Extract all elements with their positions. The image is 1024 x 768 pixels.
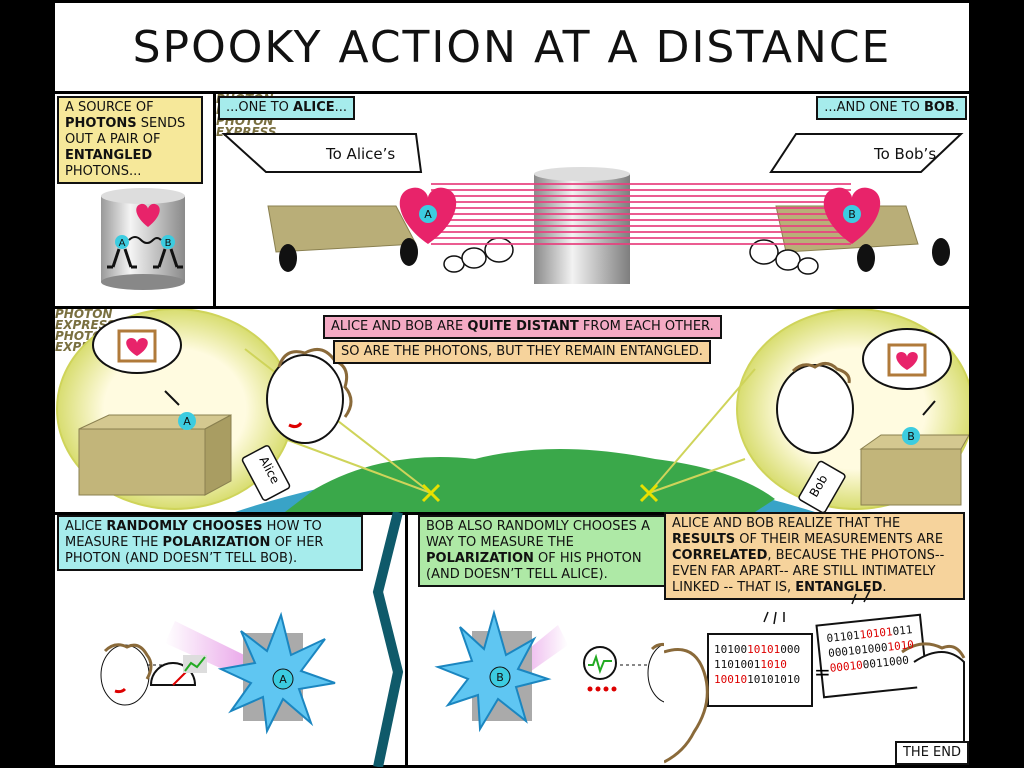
sign-to-alice: To Alice’s: [326, 145, 396, 163]
caption-text: , BECAUSE THE PHOTONS--EVEN FAR APART-- …: [672, 548, 945, 595]
globe-scene: A B: [56, 309, 969, 512]
photon-b-label: B: [496, 671, 504, 684]
caption-distant: ALICE AND BOB ARE QUITE DISTANT FROM EAC…: [323, 315, 722, 339]
caption-text: OF HIS PHOTON (AND DOESN’T TELL ALICE).: [426, 551, 642, 582]
left-bits: 1010010101000 11010011010 1001010101010: [714, 642, 810, 687]
caption-bold: BOB: [923, 100, 955, 115]
caption-text: ...: [334, 100, 348, 115]
caption-bold: CORRELATED: [672, 548, 768, 563]
caption-text: ALICE AND BOB ARE: [331, 319, 468, 334]
alice-measure-scene: A: [100, 611, 336, 735]
the-end-label: THE END: [894, 741, 969, 765]
bits: 10101010: [747, 673, 801, 686]
caption-bold: QUITE DISTANT: [467, 319, 579, 334]
box-icon: [859, 434, 969, 506]
heart-icon: [136, 203, 160, 227]
caption-text: BOB ALSO RANDOMLY CHOOSES A WAY TO MEASU…: [426, 519, 650, 550]
heart-icon: [896, 352, 918, 370]
cloud-icon: [749, 239, 819, 275]
photon-b-label: B: [907, 430, 915, 443]
cylinder-icon: [534, 174, 630, 284]
truck-icon: [267, 205, 418, 272]
bob-measure-scene: B: [434, 609, 693, 733]
bits-red: 10101: [747, 643, 781, 656]
bits-red: 10010: [714, 673, 748, 686]
bits-line: 1010010101000: [714, 642, 810, 657]
caption-bold: RANDOMLY CHOOSES: [106, 519, 263, 534]
sign-alice-shape: [221, 133, 423, 173]
caption-text: SENDS OUT A PAIR OF: [65, 116, 186, 147]
bits-line: 1001010101010: [714, 672, 810, 687]
bits-red: 1010: [886, 638, 915, 654]
equals-sign: =: [814, 660, 831, 684]
caption-bob-measure: BOB ALSO RANDOMLY CHOOSES A WAY TO MEASU…: [418, 515, 684, 587]
box-label-line: PHOTON: [55, 309, 113, 321]
caption-bold: POLARIZATION: [426, 551, 534, 566]
caption-bold: RESULTS: [672, 532, 736, 547]
photon-a-label: A: [119, 238, 126, 249]
caption-text: FROM EACH OTHER.: [578, 319, 714, 334]
caption-text: .: [882, 580, 887, 595]
bits: 000: [780, 643, 801, 656]
photon-a-label: A: [183, 415, 191, 428]
sign-to-bob: To Bob’s: [874, 145, 937, 163]
caption-bold: ENTANGLED: [65, 148, 153, 163]
bits: 1101001: [714, 658, 761, 671]
caption-to-bob: ...AND ONE TO BOB.: [816, 96, 967, 120]
bits: 011: [891, 623, 914, 639]
panel-divider: [372, 512, 404, 767]
photon-b-label: B: [165, 238, 172, 249]
photon-a-label: A: [424, 208, 432, 221]
caption-text: ...ONE TO: [226, 100, 294, 115]
heart-icon: [126, 338, 148, 356]
photon-a-label: A: [279, 673, 287, 686]
comic-page: SPOOKY ACTION AT A DISTANCE A SOURCE OF …: [52, 0, 972, 768]
caption-text: .: [954, 100, 959, 115]
caption-alice-measure: ALICE RANDOMLY CHOOSES HOW TO MEASURE TH…: [57, 515, 363, 571]
photon-icon: A B: [178, 412, 920, 445]
cylinder-icon: A B: [101, 188, 185, 290]
page-title: SPOOKY ACTION AT A DISTANCE: [55, 3, 969, 91]
caption-correlated: ALICE AND BOB REALIZE THAT THE RESULTS O…: [664, 512, 965, 600]
truck-scene: A B: [221, 133, 964, 284]
caption-bold: POLARIZATION: [162, 535, 271, 550]
oscilloscope-icon: [583, 646, 617, 692]
caption-text: ALICE AND BOB REALIZE THAT THE: [672, 516, 901, 531]
box-label-line: EXPRESS: [55, 318, 116, 332]
panel-distant: A B ALICE AND BOB ARE QUITE DISTANT FROM…: [55, 309, 969, 512]
photon-icon: A B: [115, 235, 175, 249]
meter-icon: [149, 655, 207, 686]
caption-text: ALICE: [65, 519, 107, 534]
caption-text: OF HER PHOTON (AND DOESN’T TELL BOB).: [65, 535, 324, 566]
photon-b-label: B: [848, 208, 856, 221]
bits: 10100: [714, 643, 748, 656]
caption-bold: ALICE: [293, 100, 335, 115]
photon-beam: [431, 183, 851, 245]
caption-entangled: SO ARE THE PHOTONS, BUT THEY REMAIN ENTA…: [333, 340, 711, 364]
caption-text: ...AND ONE TO: [824, 100, 924, 115]
bits-red: 00010: [829, 658, 864, 675]
caption-text: HOW TO MEASURE THE: [65, 519, 322, 550]
caption-bold: PHOTONS: [65, 116, 137, 131]
panel-trucks: ...ONE TO ALICE... ...AND ONE TO BOB.: [216, 94, 969, 306]
caption-to-alice: ...ONE TO ALICE...: [218, 96, 356, 120]
panel-alice-measure: ALICE RANDOMLY CHOOSES HOW TO MEASURE TH…: [55, 515, 405, 765]
caption-text: A SOURCE OF: [65, 100, 154, 115]
photon-icon: A B: [419, 205, 861, 223]
box-label-alice: PHOTON EXPRESS: [55, 309, 969, 331]
sign-bob-shape: [769, 133, 964, 173]
caption-bold: ENTANGLED: [795, 580, 883, 595]
bits-red: 1010: [760, 658, 787, 671]
caption-text: PHOTONS...: [65, 164, 142, 179]
panel-bob-measure: BOB ALSO RANDOMLY CHOOSES A WAY TO MEASU…: [408, 515, 696, 765]
caption-text: OF THEIR MEASUREMENTS ARE: [735, 532, 944, 547]
panel-source: A SOURCE OF PHOTONS SENDS OUT A PAIR OF …: [55, 94, 213, 306]
panel-correlated: ALICE AND BOB REALIZE THAT THE RESULTS O…: [664, 512, 969, 765]
caption-source: A SOURCE OF PHOTONS SENDS OUT A PAIR OF …: [57, 96, 203, 184]
box-icon: [78, 414, 232, 496]
bits-line: 11010011010: [714, 657, 810, 672]
